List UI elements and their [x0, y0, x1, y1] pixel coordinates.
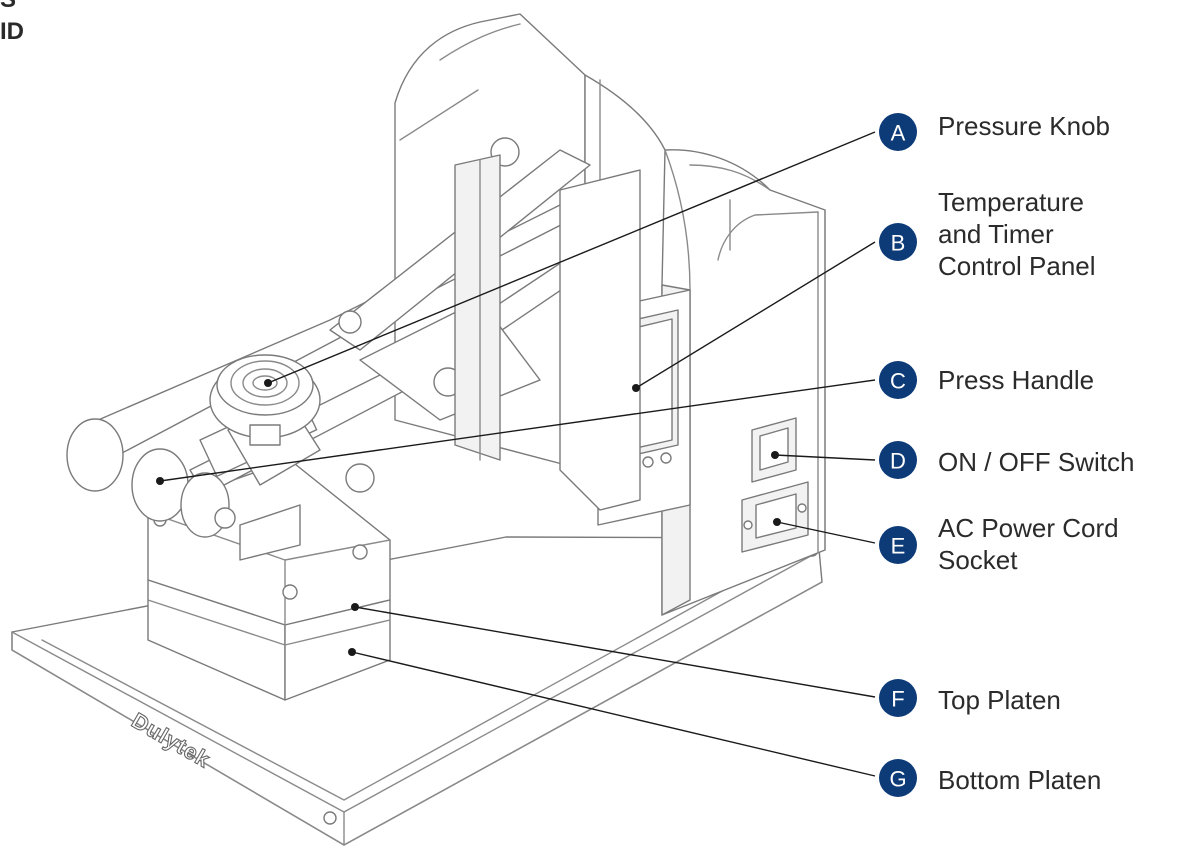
- heading-line-1: S: [0, 0, 24, 16]
- badge-e: E: [879, 526, 917, 564]
- badge-b-circle: [879, 223, 917, 261]
- leader-dot-f: [351, 603, 359, 611]
- badge-d-letter: D: [890, 449, 906, 474]
- badge-g: G: [879, 759, 917, 797]
- badge-b: B: [879, 223, 917, 261]
- badge-f-letter: F: [891, 687, 904, 712]
- leader-dot-d: [771, 451, 779, 459]
- badge-d: D: [879, 441, 917, 479]
- label-ac-power-socket: AC Power Cord Socket: [938, 513, 1119, 575]
- badge-b-letter: B: [891, 231, 906, 256]
- label-control-panel: Temperature and Timer Control Panel: [938, 187, 1096, 281]
- label-press-handle: Press Handle: [938, 365, 1095, 395]
- leader-line-b: [635, 241, 876, 389]
- badge-g-letter: G: [889, 767, 906, 792]
- leader-line-e: [776, 521, 876, 544]
- frame-bars: [454, 154, 641, 511]
- leader-line-c: [159, 379, 876, 482]
- badge-c-circle: [879, 361, 917, 399]
- badge-a-circle: [879, 113, 917, 151]
- badge-c: C: [879, 361, 917, 399]
- leader-dot-a: [264, 379, 272, 387]
- label-pressure-knob: Pressure Knob: [938, 111, 1110, 141]
- leader-line-d: [774, 454, 876, 461]
- badge-a-letter: A: [891, 121, 906, 146]
- leader-lines: [156, 131, 876, 777]
- heading-line-2: ID: [0, 18, 24, 45]
- badge-e-letter: E: [891, 534, 906, 559]
- leader-line-g: [351, 651, 876, 777]
- leader-dot-c: [156, 477, 164, 485]
- leader-dot-e: [773, 518, 781, 526]
- leader-dot-g: [348, 648, 356, 656]
- cropped-heading: S ID: [0, 0, 24, 48]
- leader-line-f: [354, 606, 876, 698]
- badge-c-letter: C: [890, 369, 906, 394]
- badge-f: F: [879, 679, 917, 717]
- badge-e-circle: [879, 526, 917, 564]
- badge-g-circle: [879, 759, 917, 797]
- label-top-platen: Top Platen: [938, 685, 1061, 715]
- callout-badges: A B C D E F G: [879, 113, 917, 797]
- leader-dot-b: [632, 384, 640, 392]
- badge-d-circle: [879, 441, 917, 479]
- label-on-off-switch: ON / OFF Switch: [938, 447, 1135, 477]
- label-bottom-platen: Bottom Platen: [938, 765, 1102, 795]
- heat-press-illustration: Dulytek: [11, 13, 826, 846]
- leader-line-a: [267, 131, 876, 384]
- badge-f-circle: [879, 679, 917, 717]
- badge-a: A: [879, 113, 917, 151]
- switch-socket-drawing: [741, 417, 809, 553]
